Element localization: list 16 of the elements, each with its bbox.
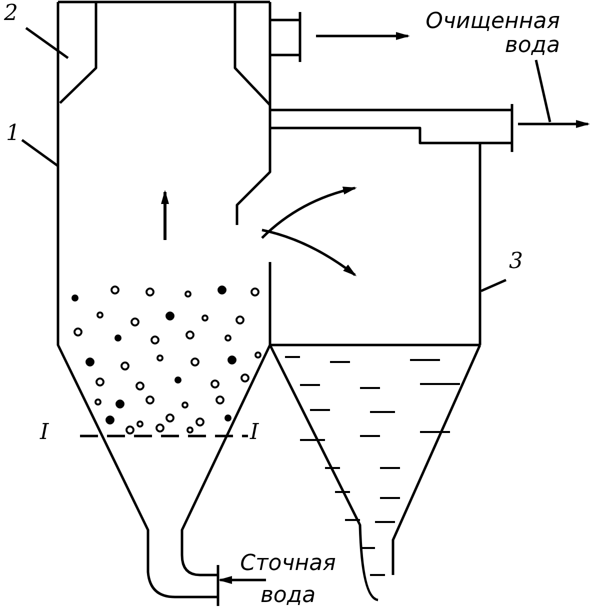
section-mark: I: [250, 420, 259, 445]
section-mark: I: [40, 420, 49, 445]
flow-label: Очищенная вода: [410, 10, 560, 58]
arrow: [316, 32, 410, 40]
callout-number: 2: [0, 2, 22, 32]
leader-line: [534, 60, 552, 122]
callout-number: 3: [505, 250, 527, 280]
arrow: [262, 228, 357, 276]
arrow: [218, 576, 266, 584]
flow-label: Сточная вода: [228, 548, 348, 610]
arrow: [518, 120, 590, 128]
leader-line: [25, 26, 69, 60]
callout-number: 1: [2, 122, 24, 152]
leader-line: [480, 278, 506, 292]
arrow: [261, 186, 357, 239]
leader-line: [21, 138, 59, 168]
